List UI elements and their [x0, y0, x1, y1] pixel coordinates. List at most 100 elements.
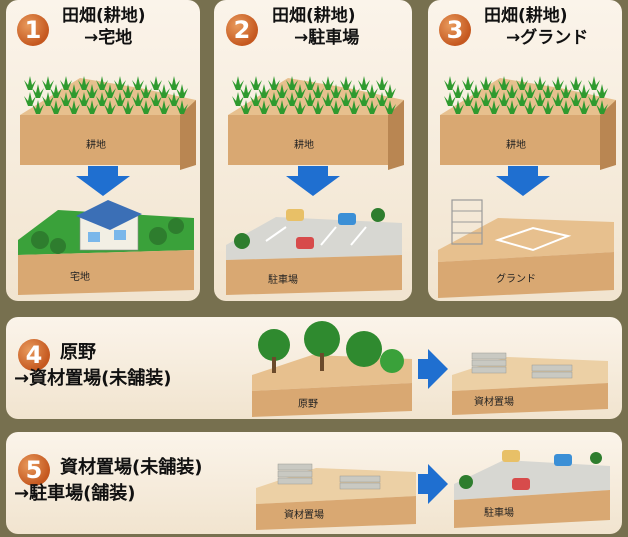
panel-storage-to-paved-parking: 5 資材置場(未舗装) →駐車場(舗装) 資材置場 駐車場 [6, 432, 622, 534]
crop-tuft [294, 84, 306, 98]
crop-tuft [122, 84, 134, 98]
crop-tuft [524, 84, 536, 98]
crop-tuft [176, 84, 188, 98]
panel-title-line1: 資材置場(未舗装) [60, 457, 203, 478]
crop-tuft [132, 76, 144, 90]
crop-tuft [376, 76, 388, 90]
crop-tuft [258, 100, 270, 114]
panel-title-line1: 原野 [60, 342, 96, 363]
crop-tuft [384, 84, 396, 98]
panel-title-line1: 田畑(耕地) [272, 6, 356, 26]
crop-tuft [524, 100, 536, 114]
crop-tuft [50, 84, 62, 98]
crop-tuft [240, 100, 252, 114]
crop-tuft [286, 76, 298, 90]
crop-tuft [498, 76, 510, 90]
crop-tuft [268, 76, 280, 90]
crop-tuft [96, 76, 108, 90]
step-badge-4: 4 [18, 339, 50, 371]
crop-tuft [24, 92, 36, 106]
panel-title-line2: →宅地 [84, 28, 133, 48]
crop-tuft [534, 76, 546, 90]
crop-tuft [516, 92, 528, 106]
crop-tuft [304, 92, 316, 106]
storage-to-parking-illustration: 資材置場 駐車場 [256, 450, 610, 530]
crop-tuft [114, 92, 126, 106]
down-arrow [76, 166, 130, 196]
crop-tuft [250, 92, 262, 106]
crop-tuft [286, 92, 298, 106]
crop-tuft [312, 84, 324, 98]
panel-wasteland-to-storage: 4 原野 →資材置場(未舗装) 原野 資材置場 [6, 317, 622, 419]
crop-tuft [534, 92, 546, 106]
crop-tuft [68, 84, 80, 98]
crop-tuft [470, 84, 482, 98]
crop-tuft [32, 84, 44, 98]
crop-tuft [330, 84, 342, 98]
crop-tuft [240, 84, 252, 98]
step-badge-3: 3 [439, 14, 471, 46]
crop-tuft [86, 100, 98, 114]
crop-tuft [268, 92, 280, 106]
crop-tuft [452, 84, 464, 98]
crop-tuft [588, 92, 600, 106]
crop-tuft [96, 92, 108, 106]
wasteland-to-storage-illustration: 原野 資材置場 [252, 321, 608, 417]
crop-tuft [150, 92, 162, 106]
crop-tuft [340, 92, 352, 106]
right-arrow [418, 464, 448, 504]
crop-tuft [578, 84, 590, 98]
panel-title-line1: 田畑(耕地) [62, 6, 146, 26]
crop-tuft [68, 100, 80, 114]
crop-tuft [322, 92, 334, 106]
crop-tuft [304, 76, 316, 90]
crop-tuft [452, 100, 464, 114]
crop-tuft [122, 100, 134, 114]
panel-title-line2: →資材置場(未舗装) [14, 368, 172, 389]
crop-tuft [596, 100, 608, 114]
crop-tuft [60, 92, 72, 106]
crop-tuft [348, 100, 360, 114]
residential-label: 宅地 [70, 270, 90, 283]
crop-tuft [150, 76, 162, 90]
crop-tuft [358, 76, 370, 90]
panel-field-to-residential: 1 田畑(耕地) →宅地 耕地 宅地 [6, 0, 200, 301]
farmland-label: 耕地 [86, 138, 106, 151]
crop-tuft [560, 84, 572, 98]
crop-tuft [340, 76, 352, 90]
ground-label: グランド [496, 272, 536, 285]
crop-tuft [176, 100, 188, 114]
crop-tuft [114, 76, 126, 90]
residential-block: 宅地 [18, 200, 194, 295]
crop-tuft [158, 100, 170, 114]
crop-tuft [276, 84, 288, 98]
step-badge-5: 5 [18, 454, 50, 486]
crop-tuft [596, 84, 608, 98]
crop-tuft [42, 92, 54, 106]
crop-tuft [488, 100, 500, 114]
panel-title-line1: 田畑(耕地) [484, 6, 568, 26]
crop-tuft [462, 76, 474, 90]
crop-tuft [312, 100, 324, 114]
crop-tuft [258, 84, 270, 98]
crop-tuft [552, 92, 564, 106]
panel-title-line2: →駐車場 [294, 28, 360, 48]
farmland-label: 耕地 [506, 138, 526, 151]
crop-tuft [570, 76, 582, 90]
crop-tuft [480, 76, 492, 90]
storage-block: 資材置場 [256, 463, 416, 530]
crop-tuft [366, 100, 378, 114]
storage-block: 資材置場 [452, 352, 608, 415]
down-arrow [286, 166, 340, 196]
crop-tuft [588, 76, 600, 90]
field-to-ground-illustration: 耕地 グランド [438, 76, 616, 298]
crop-tuft [60, 76, 72, 90]
crop-tuft [250, 76, 262, 90]
crop-tuft [140, 100, 152, 114]
crop-tuft [516, 76, 528, 90]
crop-tuft [480, 92, 492, 106]
step-badge-2: 2 [226, 14, 258, 46]
crop-tuft [552, 76, 564, 90]
crop-tuft [358, 92, 370, 106]
crop-tuft [488, 84, 500, 98]
